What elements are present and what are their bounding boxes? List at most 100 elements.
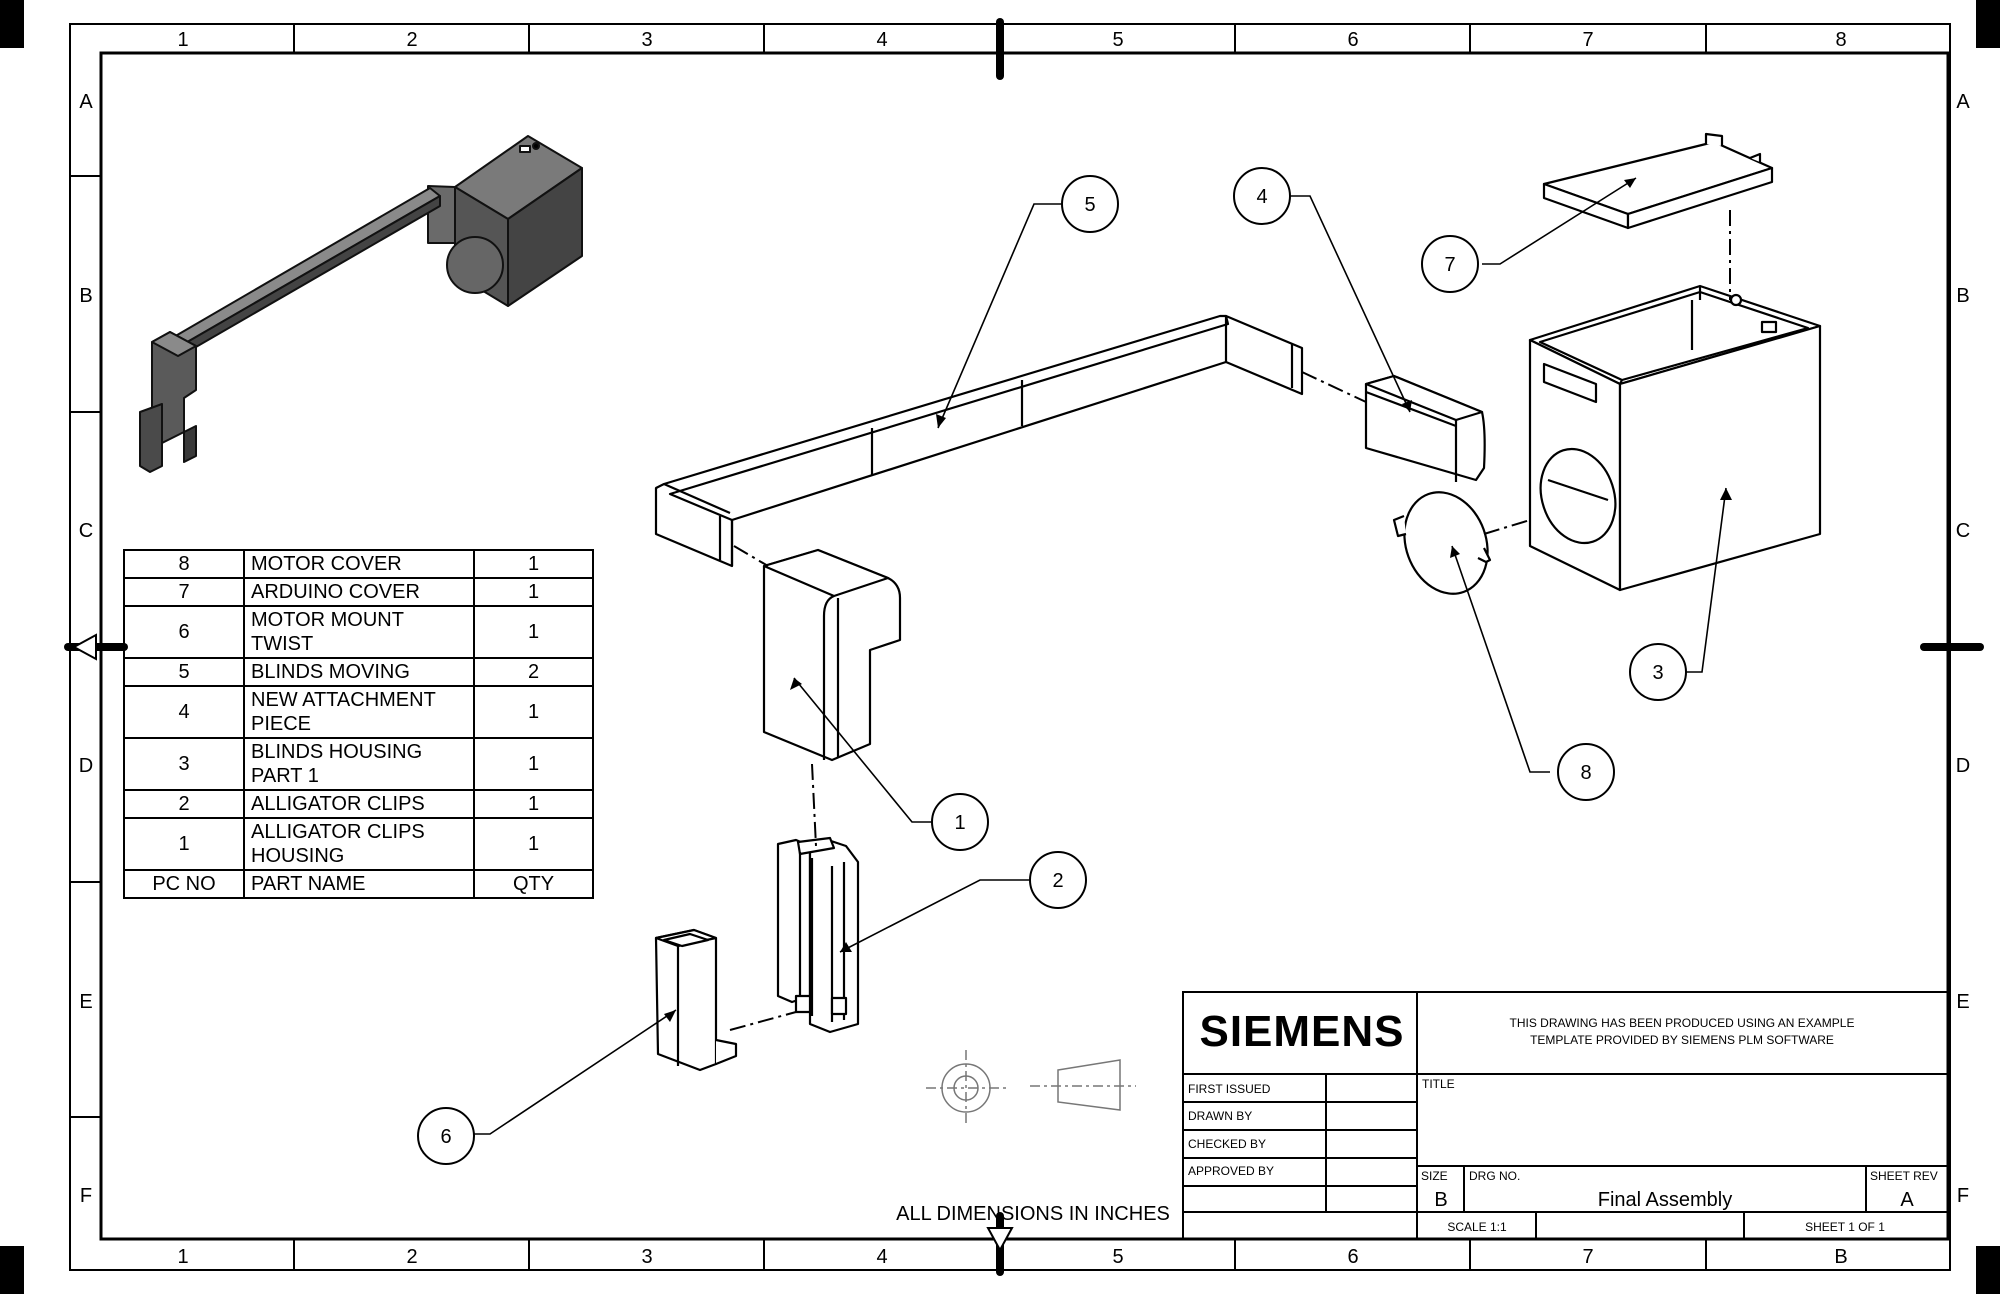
- column-labels-top: 1 2 3 4 5 6 7 8: [177, 29, 1846, 51]
- siemens-logo: SIEMENS: [1199, 1007, 1404, 1056]
- projection-symbol: [926, 1050, 1136, 1126]
- zone-dividers: [70, 24, 1950, 1270]
- qty-cell: 1: [473, 817, 594, 871]
- part-name-cell: ALLIGATOR CLIPS HOUSING: [243, 817, 475, 871]
- pc-no-header: PC NO: [123, 869, 245, 899]
- callout-6: 6: [440, 1126, 451, 1148]
- col-label: 1: [177, 29, 188, 51]
- sheet-rev-label: SHEET REV: [1870, 1169, 1938, 1183]
- col-label: 6: [1347, 29, 1358, 51]
- part-6-motor-mount-twist: [654, 928, 738, 1072]
- qty-cell: 1: [473, 577, 594, 607]
- drawn-by-label: DRAWN BY: [1188, 1109, 1252, 1123]
- table-row: 5 BLINDS MOVING 2: [123, 657, 594, 687]
- part-7-arduino-cover: [1542, 132, 1774, 230]
- assembly-preview-image: [139, 135, 583, 473]
- table-row: 7 ARDUINO COVER 1: [123, 577, 594, 607]
- disclaimer-line-1: THIS DRAWING HAS BEEN PRODUCED USING AN …: [1510, 1016, 1855, 1030]
- part-5-blinds-moving: [654, 314, 1304, 568]
- row-labels-left: A B C D E F: [79, 91, 94, 1207]
- row-label: F: [1957, 1185, 1969, 1207]
- col-label: 4: [876, 29, 887, 51]
- exploded-assembly-view: [654, 132, 1822, 1072]
- row-label: B: [1956, 285, 1969, 307]
- pc-no-cell: 7: [123, 577, 245, 607]
- part-name-cell: BLINDS MOVING: [243, 657, 475, 687]
- pc-no-cell: 2: [123, 789, 245, 819]
- approved-by-label: APPROVED BY: [1188, 1164, 1274, 1178]
- title-block: [1182, 991, 1949, 1240]
- qty-cell: 1: [473, 789, 594, 819]
- sheet-count-text: SHEET 1 OF 1: [1805, 1220, 1885, 1234]
- pc-no-cell: 8: [123, 549, 245, 579]
- part-name-cell: MOTOR MOUNT TWIST: [243, 605, 475, 659]
- row-label: A: [1956, 91, 1970, 113]
- qty-cell: 1: [473, 737, 594, 791]
- row-label: E: [1956, 991, 1969, 1013]
- callout-8: 8: [1580, 762, 1591, 784]
- col-label: 7: [1582, 29, 1593, 51]
- callout-1: 1: [954, 812, 965, 834]
- col-label: 8: [1835, 29, 1846, 51]
- pc-no-cell: 3: [123, 737, 245, 791]
- col-label: 3: [641, 29, 652, 51]
- col-label: 2: [406, 29, 417, 51]
- qty-cell: 1: [473, 605, 594, 659]
- scale-text: SCALE 1:1: [1447, 1220, 1507, 1234]
- orientation-arrow-bottom: [986, 1227, 1014, 1253]
- qty-cell: 2: [473, 657, 594, 687]
- col-label: 1: [177, 1246, 188, 1268]
- row-labels-right: A B C D E F: [1956, 91, 1971, 1207]
- callout-7: 7: [1444, 254, 1455, 276]
- col-label: 4: [876, 1246, 887, 1268]
- part-name-cell: NEW ATTACHMENT PIECE: [243, 685, 475, 739]
- callout-4: 4: [1256, 186, 1267, 208]
- sheet-rev-value: A: [1900, 1189, 1914, 1211]
- row-label: E: [79, 991, 92, 1013]
- row-label: D: [1956, 755, 1970, 777]
- disclaimer-line-2: TEMPLATE PROVIDED BY SIEMENS PLM SOFTWAR…: [1530, 1033, 1834, 1047]
- part-1-alligator-clips-housing: [762, 548, 902, 762]
- table-row: 6 MOTOR MOUNT TWIST 1: [123, 605, 594, 659]
- qty-header: QTY: [473, 869, 594, 899]
- part-4-new-attachment-piece: [1364, 374, 1486, 482]
- col-label: 2: [406, 1246, 417, 1268]
- callout-balloons: [417, 167, 1687, 1165]
- part-3-blinds-housing: [1528, 284, 1822, 592]
- col-label: 3: [641, 1246, 652, 1268]
- part-2-alligator-clips: [776, 836, 860, 1034]
- row-label: C: [1956, 520, 1970, 542]
- part-name-header: PART NAME: [243, 869, 475, 899]
- table-row: 1 ALLIGATOR CLIPS HOUSING 1: [123, 817, 594, 871]
- part-name-cell: BLINDS HOUSING PART 1: [243, 737, 475, 791]
- callout-2: 2: [1052, 870, 1063, 892]
- callout-5: 5: [1084, 194, 1095, 216]
- size-label: SIZE: [1421, 1169, 1448, 1183]
- row-label: F: [80, 1185, 92, 1207]
- pc-no-cell: 6: [123, 605, 245, 659]
- part-8-motor-cover: [1392, 491, 1492, 595]
- row-label: A: [79, 91, 93, 113]
- col-label: 5: [1112, 29, 1123, 51]
- qty-cell: 1: [473, 549, 594, 579]
- col-label: 7: [1582, 1246, 1593, 1268]
- drg-no-label: DRG NO.: [1469, 1169, 1520, 1183]
- alignment-lines: [729, 210, 1731, 1031]
- drawing-number: Final Assembly: [1598, 1189, 1733, 1211]
- dimensions-note: ALL DIMENSIONS IN INCHES: [896, 1203, 1170, 1225]
- col-label: 5: [1112, 1246, 1123, 1268]
- callout-3: 3: [1652, 662, 1663, 684]
- part-name-cell: ARDUINO COVER: [243, 577, 475, 607]
- pc-no-cell: 1: [123, 817, 245, 871]
- row-label: B: [79, 285, 92, 307]
- part-name-cell: ALLIGATOR CLIPS: [243, 789, 475, 819]
- table-row: 8 MOTOR COVER 1: [123, 549, 594, 579]
- orientation-arrow-left: [71, 633, 97, 661]
- part-name-cell: MOTOR COVER: [243, 549, 475, 579]
- title-label: TITLE: [1422, 1077, 1455, 1091]
- bill-of-materials-table: 8 MOTOR COVER 1 7 ARDUINO COVER 1 6 MOTO…: [123, 549, 594, 899]
- table-header-row: PC NO PART NAME QTY: [123, 869, 594, 899]
- row-label: C: [79, 520, 93, 542]
- pc-no-cell: 4: [123, 685, 245, 739]
